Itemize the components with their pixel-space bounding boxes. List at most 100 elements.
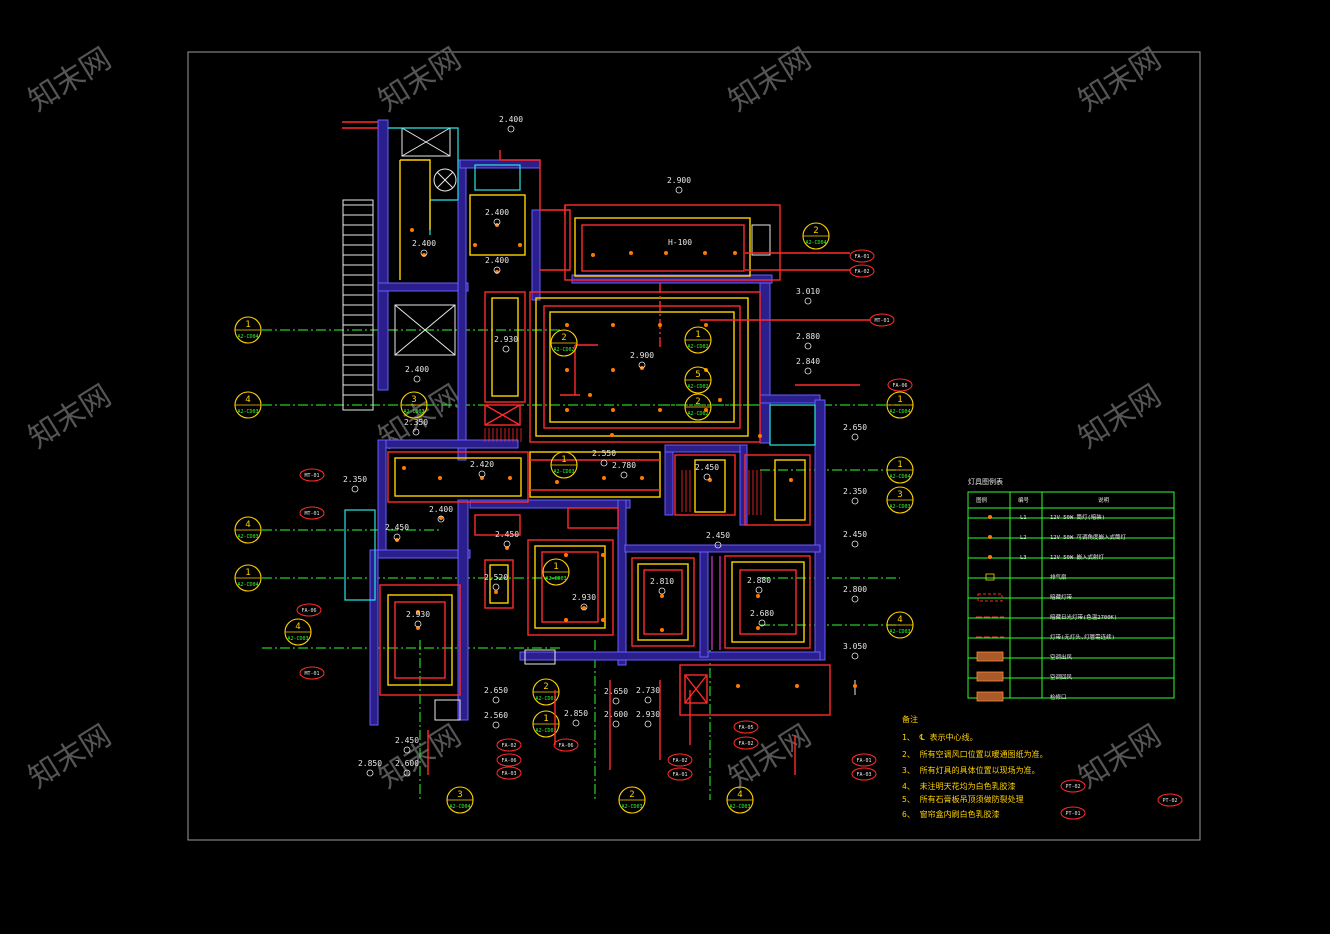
ceiling-level-label: 2.800: [843, 585, 867, 594]
level-marker: [714, 541, 722, 549]
callout-number: 2: [695, 397, 700, 407]
lamp-symbol: [704, 408, 708, 412]
level-marker: [413, 375, 421, 383]
lamp-symbol: [758, 434, 762, 438]
callout-sheet: A2-CD03: [545, 576, 566, 582]
callout-number: 1: [553, 562, 558, 572]
lamp-symbol: [610, 433, 614, 437]
level-marker: [478, 470, 486, 478]
callout-sheet: A2-CD02: [553, 347, 574, 353]
level-marker: [580, 603, 588, 611]
ceiling-level-label: 2.880: [796, 332, 820, 341]
material-tag: [1157, 793, 1183, 807]
material-tag-code: PT-01: [1065, 811, 1080, 817]
level-marker: [851, 652, 859, 660]
callout-sheet: A2-CD03: [403, 409, 424, 415]
note-3: 3、 所有灯具的具体位置以现场为准。: [902, 765, 1040, 775]
watermark-text: 知末网: [723, 718, 818, 795]
callout-sheet: A2-CD03: [889, 504, 910, 510]
legend-desc: 空调回风: [1050, 673, 1073, 681]
ceiling-level-label: 2.810: [650, 577, 674, 586]
notes-title: 备注: [902, 714, 918, 724]
ceiling-level-label: 2.420: [470, 460, 494, 469]
level-marker: [851, 497, 859, 505]
legend-desc: 12V 50W 嵌入式射灯: [1050, 553, 1104, 561]
legend-desc: 12V 50W 筒灯(暗装): [1050, 513, 1105, 521]
lamp-symbol: [564, 618, 568, 622]
level-marker: [675, 186, 683, 194]
ceiling-level-label: 2.350: [843, 487, 867, 496]
lamp-symbol: [611, 323, 615, 327]
corridor-horizontal: [387, 451, 661, 503]
callout-sheet: A2-CD04: [805, 240, 826, 246]
callout-number: 4: [737, 790, 742, 800]
material-tag-code: FA-06: [892, 383, 907, 389]
level-marker: [638, 361, 646, 369]
level-marker: [492, 721, 500, 729]
room-right-b: [711, 555, 811, 650]
material-tag: [296, 603, 322, 617]
ceiling-level-label: 2.850: [358, 759, 382, 768]
ceiling-level-label: 2.400: [485, 208, 509, 217]
ceiling-level-label: 2.680: [750, 609, 774, 618]
level-marker: [493, 266, 501, 274]
lamp-symbol: [602, 476, 606, 480]
material-tag: [851, 753, 877, 767]
level-marker: [572, 719, 580, 727]
level-marker: [755, 586, 763, 594]
callout-number: 4: [245, 520, 250, 530]
ceiling-level-label: 2.650: [484, 686, 508, 695]
lamp-symbol: [611, 408, 615, 412]
material-tag: [849, 249, 875, 263]
level-marker: [503, 540, 511, 548]
lamp-symbol: [736, 684, 740, 688]
ceiling-level-label: 2.650: [604, 687, 628, 696]
material-tag: [849, 264, 875, 278]
lamp-symbol: [508, 476, 512, 480]
level-marker: [758, 619, 766, 627]
level-marker: [420, 249, 428, 257]
ceiling-level-label: 2.930: [406, 610, 430, 619]
level-marker: [612, 697, 620, 705]
watermark-text: 知末网: [23, 378, 118, 455]
callout-sheet: A2-CD03: [621, 804, 642, 810]
callout-sheet: A2-CD03: [729, 804, 750, 810]
lamp-symbol: [733, 251, 737, 255]
material-tag-code: FA-02: [738, 741, 753, 747]
level-marker: [492, 696, 500, 704]
callout-number: 3: [457, 790, 462, 800]
lamp-symbol: [601, 618, 605, 622]
ceiling-level-label: 2.400: [412, 239, 436, 248]
material-tag-code: FA-02: [854, 269, 869, 275]
center-small-room: [674, 404, 816, 526]
level-marker: [600, 459, 608, 467]
watermark-text: 知末网: [723, 41, 818, 118]
callout-sheet: A2-CD04: [889, 409, 910, 415]
material-tag: [887, 378, 913, 392]
level-marker: [658, 587, 666, 595]
note-5: 5、 所有石膏板吊顶须做防裂处理: [902, 794, 1024, 804]
ceiling-level-label: 2.400: [405, 365, 429, 374]
legend-desc: 暗藏日光灯带(色温2700K): [1050, 613, 1117, 621]
material-tag: [667, 753, 693, 767]
level-marker: [492, 583, 500, 591]
callout-number: 2: [813, 226, 818, 236]
note-1: 1、 ℄ 表示中心线。: [902, 732, 978, 742]
lamp-symbol: [756, 626, 760, 630]
level-marker: [804, 342, 812, 350]
material-tag-code: PT-02: [1162, 798, 1177, 804]
legend-desc: 空调出风: [1050, 653, 1073, 661]
material-tag-code: FA-06: [501, 758, 516, 764]
material-tag: [733, 720, 759, 734]
ceiling-level-label: 2.730: [636, 686, 660, 695]
ceiling-level-label: 2.450: [695, 463, 719, 472]
material-tag-code: FA-03: [501, 771, 516, 777]
ceiling-level-label: 2.550: [592, 449, 616, 458]
material-tag: [1060, 806, 1086, 820]
callout-sheet: A2-CD04: [449, 804, 470, 810]
callout-number: 2: [543, 682, 548, 692]
callout-sheet: A2-CD02: [687, 411, 708, 417]
material-tag-code: MT-01: [304, 473, 319, 479]
callout-sheet: A2-CD03: [237, 534, 258, 540]
